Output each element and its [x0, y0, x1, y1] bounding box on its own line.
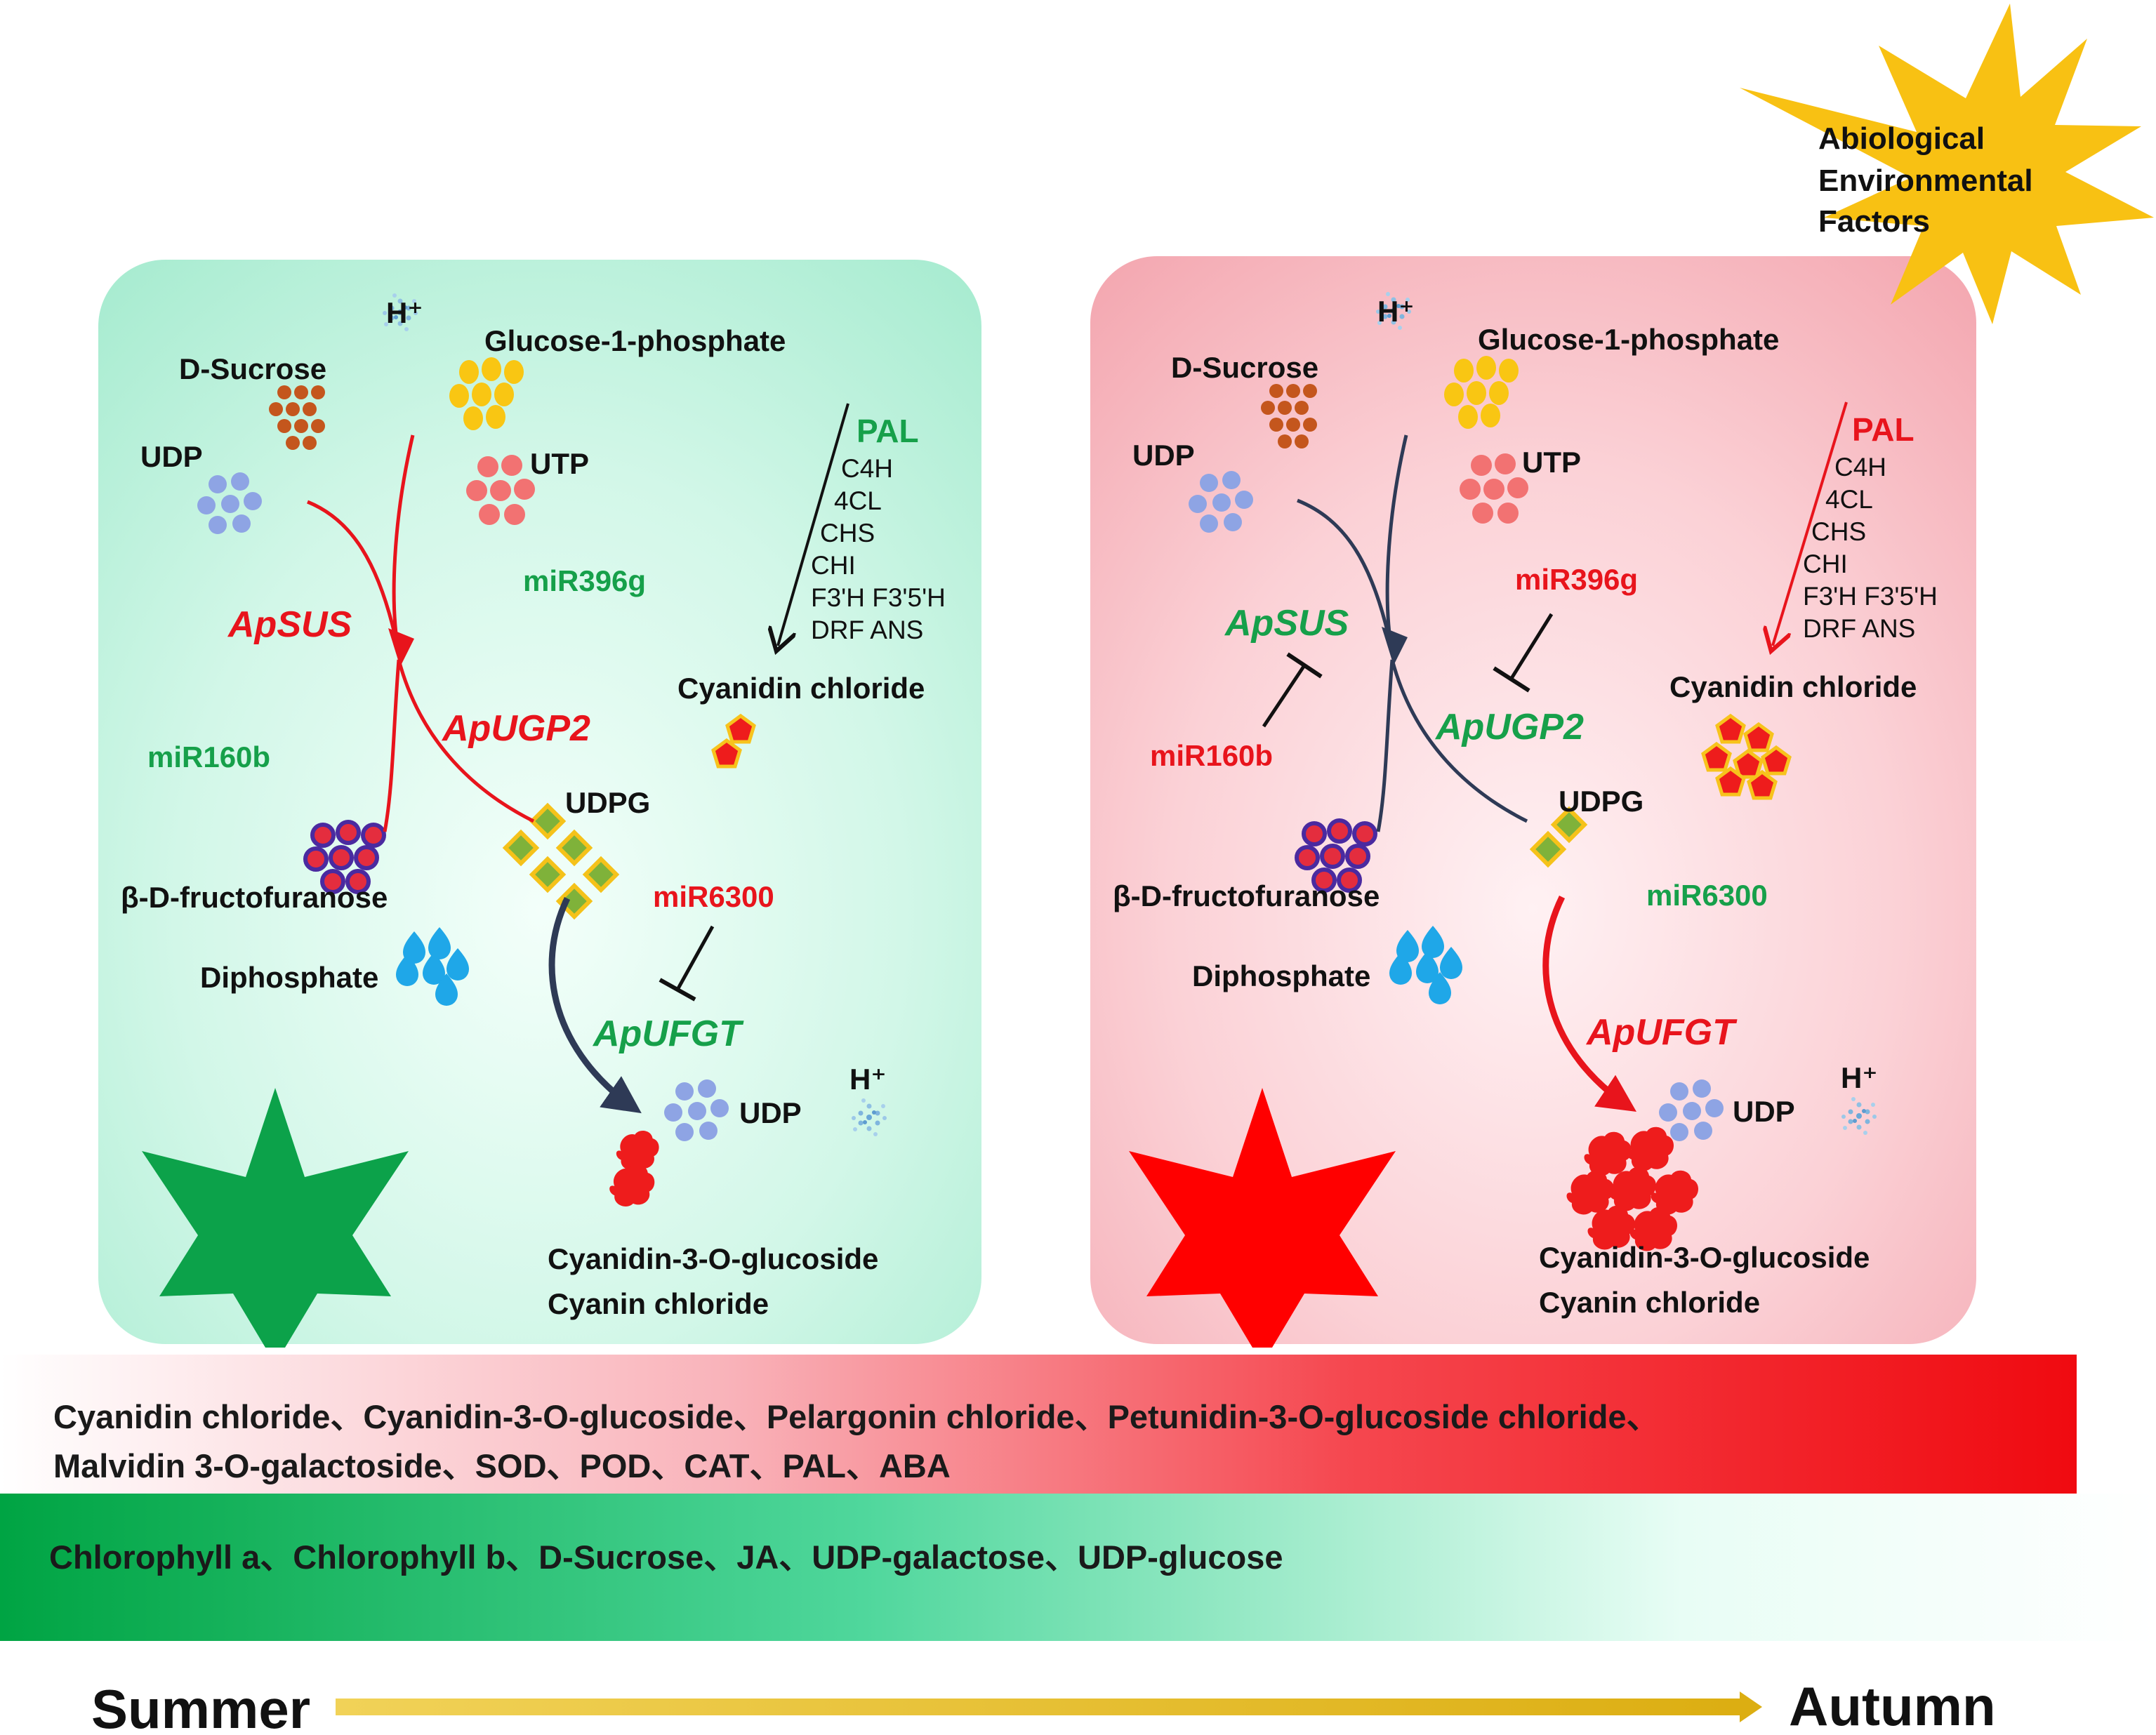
h-plus-label: H⁺	[1377, 295, 1415, 328]
glucose-1-phosphate-label: Glucose-1-phosphate	[1478, 323, 1779, 356]
star-line-1: Abiological	[1818, 121, 1985, 156]
enzyme-f3h-f35h: F3'H F3'5'H	[1803, 582, 1938, 611]
apufgt-gene-label: ApUFGT	[1585, 1012, 1738, 1053]
apsus-gene-label: ApSUS	[1224, 603, 1349, 644]
enzyme-4cl: 4CL	[1825, 485, 1873, 514]
apufgt-gene-label: ApUFGT	[592, 1013, 744, 1054]
mir6300-label: miR6300	[653, 880, 774, 913]
mir396g-label: miR396g	[1515, 563, 1638, 596]
glucose-1-phosphate-label: Glucose-1-phosphate	[484, 324, 786, 357]
sus-arrowhead	[388, 628, 414, 667]
sus-to-fructofuranose-arrow	[383, 659, 401, 832]
star-line-3: Factors	[1818, 204, 1930, 239]
starburst-icon	[1740, 4, 2154, 324]
enzyme-4cl: 4CL	[834, 486, 882, 515]
product-1-label: Cyanidin-3-O-glucoside	[548, 1242, 878, 1275]
sus-arrowhead	[1382, 627, 1408, 665]
summer-panel-background	[98, 260, 981, 1344]
pal-pathway-arrow	[778, 403, 849, 646]
enzyme-c4h: C4H	[1834, 453, 1886, 481]
summer-metabolite-band	[0, 1494, 2156, 1641]
d-sucrose-label: D-Sucrose	[1171, 351, 1318, 384]
timeline-start-label: Summer	[91, 1678, 310, 1735]
autumn-band-line-2: Malvidin 3-O-galactoside、SOD、POD、CAT、PAL…	[53, 1447, 951, 1484]
star-line-2: Environmental	[1818, 164, 2033, 198]
enzyme-chi: CHI	[811, 551, 856, 580]
cyanidin-chloride-label: Cyanidin chloride	[677, 672, 925, 705]
h-plus-label: H⁺	[386, 296, 423, 329]
product-2-label: Cyanin chloride	[1539, 1286, 1760, 1319]
udpg-label: UDPG	[1559, 785, 1644, 818]
season-timeline-bar	[336, 1699, 1740, 1715]
mir396g-label: miR396g	[523, 564, 646, 597]
enzyme-drf-ans: DRF ANS	[1803, 614, 1915, 643]
inhibition-bar-icon	[1286, 652, 1323, 679]
mir6300-inhibition-line	[675, 925, 715, 991]
apsus-gene-label: ApSUS	[227, 604, 352, 645]
fructofuranose-label: β-D-fructofuranose	[121, 881, 388, 914]
autumn-metabolite-band	[0, 1355, 2077, 1494]
d-sucrose-label: D-Sucrose	[179, 352, 326, 385]
enzyme-drf-ans: DRF ANS	[811, 616, 923, 644]
pal-label: PAL	[1852, 411, 1914, 448]
enzyme-f3h-f35h: F3'H F3'5'H	[811, 583, 946, 612]
sus-to-udpg-arrow	[397, 659, 535, 823]
enzyme-chs: CHS	[1811, 517, 1866, 546]
autumn-panel-background	[1090, 256, 1976, 1344]
sus-to-udpg-arrow	[1390, 659, 1528, 823]
h-plus-label: H⁺	[849, 1063, 887, 1096]
fructofuranose-label: β-D-fructofuranose	[1113, 879, 1380, 912]
h-plus-label: H⁺	[1841, 1061, 1878, 1094]
udpg-to-product-arrow	[548, 897, 642, 1114]
udp-label: UDP	[1132, 439, 1195, 472]
pal-label: PAL	[857, 413, 919, 449]
sus-to-fructofuranose-arrow	[1376, 659, 1394, 832]
apugp2-gene-label: ApUGP2	[1434, 707, 1584, 747]
autumn-band-line-1: Cyanidin chloride、Cyanidin-3-O-glucoside…	[53, 1398, 1660, 1435]
mir160b-inhibition-line	[1262, 664, 1307, 728]
mir160b-label: miR160b	[147, 740, 270, 773]
udp-label: UDP	[140, 440, 203, 473]
timeline-end-label: Autumn	[1789, 1675, 1996, 1735]
product-2-label: Cyanin chloride	[548, 1287, 769, 1320]
inhibition-bar-icon	[1493, 666, 1530, 693]
diphosphate-label: Diphosphate	[1192, 959, 1370, 992]
mir160b-label: miR160b	[1150, 739, 1273, 772]
utp-label: UTP	[1522, 446, 1581, 479]
apugp2-gene-label: ApUGP2	[441, 708, 590, 749]
maple-leaf-icon	[142, 1088, 409, 1348]
udpg-to-product-arrow	[1542, 896, 1636, 1112]
udpg-label: UDPG	[565, 786, 650, 819]
pal-pathway-arrow	[1773, 401, 1848, 646]
mir396g-inhibition-line	[1509, 613, 1554, 681]
udp-product-label: UDP	[739, 1096, 802, 1129]
udp-to-sus-arrow	[1297, 498, 1393, 646]
udp-product-label: UDP	[1733, 1095, 1795, 1128]
udp-to-sus-arrow	[307, 500, 399, 646]
maple-leaf-icon	[1129, 1088, 1396, 1348]
summer-band-line: Chlorophyll a、Chlorophyll b、D-Sucrose、JA…	[49, 1538, 1283, 1576]
arrow-icon	[1740, 1691, 1762, 1722]
mir6300-label: miR6300	[1646, 879, 1768, 912]
diphosphate-label: Diphosphate	[200, 961, 378, 994]
cyanidin-chloride-label: Cyanidin chloride	[1669, 670, 1917, 703]
autumn-pathway: H⁺ D-Sucrose Glucose-1-phosphate UDP UTP…	[1113, 292, 1938, 1348]
product-1-label: Cyanidin-3-O-glucoside	[1539, 1241, 1870, 1274]
utp-label: UTP	[530, 447, 589, 480]
enzyme-c4h: C4H	[841, 454, 893, 483]
summer-pathway: H⁺ D-Sucrose Glucose-1-phosphate UDP UTP…	[121, 293, 946, 1348]
enzyme-chs: CHS	[820, 519, 875, 547]
inhibition-bar-icon	[659, 978, 696, 1002]
enzyme-chi: CHI	[1803, 550, 1848, 578]
